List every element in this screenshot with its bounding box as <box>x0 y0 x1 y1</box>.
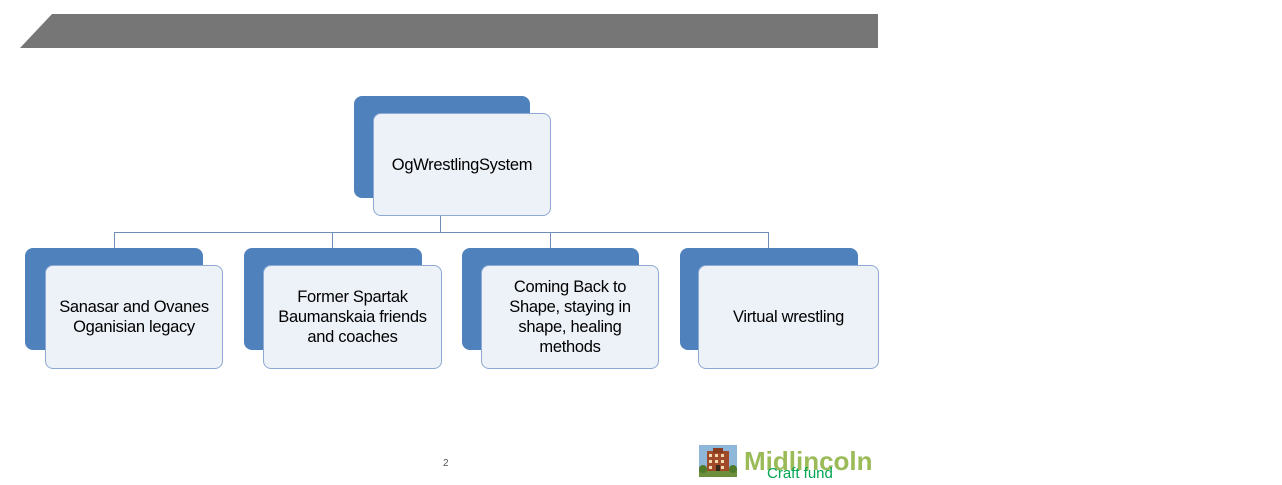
logo-subtitle: Craft fund <box>767 465 833 482</box>
title-banner <box>20 14 878 48</box>
connector-child-1 <box>114 232 115 249</box>
child-node-3-label: Coming Back to Shape, staying in shape, … <box>509 278 631 356</box>
child-node-4-box: Virtual wrestling <box>698 265 879 369</box>
connector-child-4 <box>768 232 769 249</box>
page-number: 2 <box>443 458 449 469</box>
logo-name: Midlincoln <box>744 446 873 476</box>
child-node-4-label: Virtual wrestling <box>732 308 845 326</box>
root-node-box: OgWrestlingSystem <box>373 113 551 216</box>
connector-horizontal <box>114 232 769 233</box>
child-node-3-box: Coming Back to Shape, staying in shape, … <box>481 265 659 369</box>
root-node-label: OgWrestlingSystem <box>391 155 533 174</box>
child-node-1-box: Sanasar and Ovanes Oganisian legacy <box>45 265 223 369</box>
company-logo: Midlincoln Craft fund <box>699 445 899 485</box>
connector-child-2 <box>332 232 333 249</box>
building-photo-icon <box>699 445 737 477</box>
child-node-2-label: Former Spartak Baumanskaia friends and c… <box>278 288 427 346</box>
connector-child-3 <box>550 232 551 249</box>
child-node-1-label: Sanasar and Ovanes Oganisian legacy <box>59 298 209 336</box>
child-node-2-box: Former Spartak Baumanskaia friends and c… <box>263 265 442 369</box>
